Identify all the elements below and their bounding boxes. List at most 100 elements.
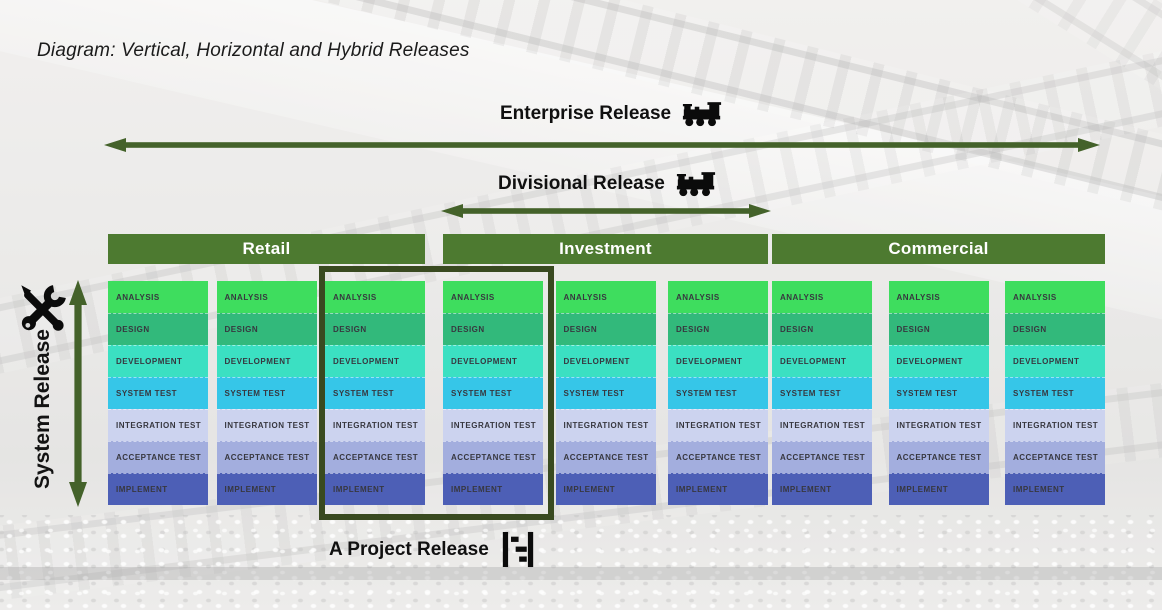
phase-cell: IMPLEMENT [216,473,317,505]
phase-label: DESIGN [563,325,598,334]
background-ballast [0,515,1162,610]
page-title: Diagram: Vertical, Horizontal and Hybrid… [37,40,470,61]
phase-label: ACCEPTANCE TEST [116,453,202,462]
phase-cell: DESIGN [1005,313,1105,345]
phase-cell: ACCEPTANCE TEST [772,441,872,473]
train-icon [676,172,715,197]
phase-column: ANALYSIS DESIGN DEVELOPMENT SYSTEM TEST INTE… [216,281,317,505]
phase-column: ANALYSIS DESIGN DEVELOPMENT SYSTEM TEST INTE… [108,281,208,505]
phase-label: DEVELOPMENT [224,357,291,366]
phase-label: SYSTEM TEST [1013,389,1075,398]
phase-column: ANALYSIS DESIGN DEVELOPMENT SYSTEM TEST INTE… [772,281,872,505]
phase-label: DESIGN [1013,325,1047,334]
phase-cell: IMPLEMENT [108,473,208,505]
phase-label: ANALYSIS [676,292,720,302]
phase-cell: ANALYSIS [772,281,872,313]
phase-cell: ANALYSIS [888,281,989,313]
phase-cell: DESIGN [772,313,872,345]
phase-column: ANALYSIS DESIGN DEVELOPMENT SYSTEM TEST INTE… [1005,281,1105,505]
phase-cell: INTEGRATION TEST [325,409,425,441]
phase-label: SYSTEM TEST [780,389,842,398]
phase-label: INTEGRATION TEST [780,421,866,430]
phase-label: ACCEPTANCE TEST [333,453,419,462]
divisional-release-label: Divisional Release [498,173,665,194]
phase-label: DEVELOPMENT [1013,357,1080,366]
phase-cell: SYSTEM TEST [1005,377,1105,409]
phase-cell: DEVELOPMENT [668,345,768,377]
phase-label: DESIGN [780,325,814,334]
phase-label: INTEGRATION TEST [116,421,202,430]
phase-cell: ACCEPTANCE TEST [888,441,989,473]
phase-cell: ANALYSIS [555,281,656,313]
phase-cell: INTEGRATION TEST [555,409,656,441]
phase-label: DESIGN [116,325,150,334]
phase-label: ACCEPTANCE TEST [676,453,762,462]
phase-label: ACCEPTANCE TEST [563,453,649,462]
phase-label: DEVELOPMENT [563,357,630,366]
phase-cell: ANALYSIS [1005,281,1105,313]
phase-label: INTEGRATION TEST [676,421,762,430]
phase-label: SYSTEM TEST [116,389,178,398]
phase-label: INTEGRATION TEST [1013,421,1099,430]
phase-label: IMPLEMENT [116,485,168,494]
phase-cell: DEVELOPMENT [108,345,208,377]
division-header-retail: Retail [108,234,425,264]
phase-cell: ANALYSIS [108,281,208,313]
phase-label: ACCEPTANCE TEST [896,453,982,462]
phase-cell: ANALYSIS [216,281,317,313]
phase-label: ACCEPTANCE TEST [780,453,866,462]
phase-cell: DEVELOPMENT [216,345,317,377]
phase-cell: IMPLEMENT [772,473,872,505]
phase-cell: SYSTEM TEST [108,377,208,409]
phase-label: IMPLEMENT [563,485,616,494]
phase-label: IMPLEMENT [1013,485,1065,494]
phase-cell: INTEGRATION TEST [888,409,989,441]
phase-label: DEVELOPMENT [780,357,847,366]
phase-cell: SYSTEM TEST [888,377,989,409]
phase-label: SYSTEM TEST [676,389,738,398]
phase-cell: INTEGRATION TEST [772,409,872,441]
phase-cell: SYSTEM TEST [772,377,872,409]
phase-label: DEVELOPMENT [896,357,963,366]
phase-cell: INTEGRATION TEST [108,409,208,441]
phase-label: INTEGRATION TEST [451,421,537,430]
phase-label: SYSTEM TEST [224,389,286,398]
phase-label: ACCEPTANCE TEST [451,453,537,462]
phase-cell: DESIGN [888,313,989,345]
enterprise-release-label: Enterprise Release [500,103,672,124]
phase-label: IMPLEMENT [896,485,949,494]
phase-label: ANALYSIS [780,292,824,302]
crossed-tools-icon [21,285,66,331]
phase-label: DEVELOPMENT [676,357,743,366]
divisional-release-label-group: Divisional Release [498,171,716,197]
project-bars-icon [502,532,533,567]
phase-label: INTEGRATION TEST [224,421,310,430]
phase-label: IMPLEMENT [451,485,503,494]
phase-label: ANALYSIS [224,292,269,302]
phase-cell: DEVELOPMENT [1005,345,1105,377]
phase-label: DESIGN [676,325,710,334]
phase-cell: ACCEPTANCE TEST [443,441,543,473]
system-release-label: System Release [31,329,54,489]
phase-label: ANALYSIS [896,292,941,302]
phase-cell: ACCEPTANCE TEST [1005,441,1105,473]
phase-cell: ACCEPTANCE TEST [668,441,768,473]
enterprise-release-arrow [104,138,1100,152]
phase-label: ANALYSIS [563,292,608,302]
phase-cell: ANALYSIS [668,281,768,313]
phase-label: DESIGN [224,325,259,334]
phase-cell: INTEGRATION TEST [1005,409,1105,441]
phase-label: ACCEPTANCE TEST [1013,453,1099,462]
division-header-commercial: Commercial [772,234,1105,264]
phase-cell: IMPLEMENT [555,473,656,505]
phase-cell: DESIGN [216,313,317,345]
phase-cell: IMPLEMENT [443,473,543,505]
phase-cell: ACCEPTANCE TEST [108,441,208,473]
phase-label: DESIGN [896,325,931,334]
phase-cell: ACCEPTANCE TEST [325,441,425,473]
phase-cell: IMPLEMENT [668,473,768,505]
division-header-investment: Investment [443,234,768,264]
phase-label: ANALYSIS [116,292,160,302]
